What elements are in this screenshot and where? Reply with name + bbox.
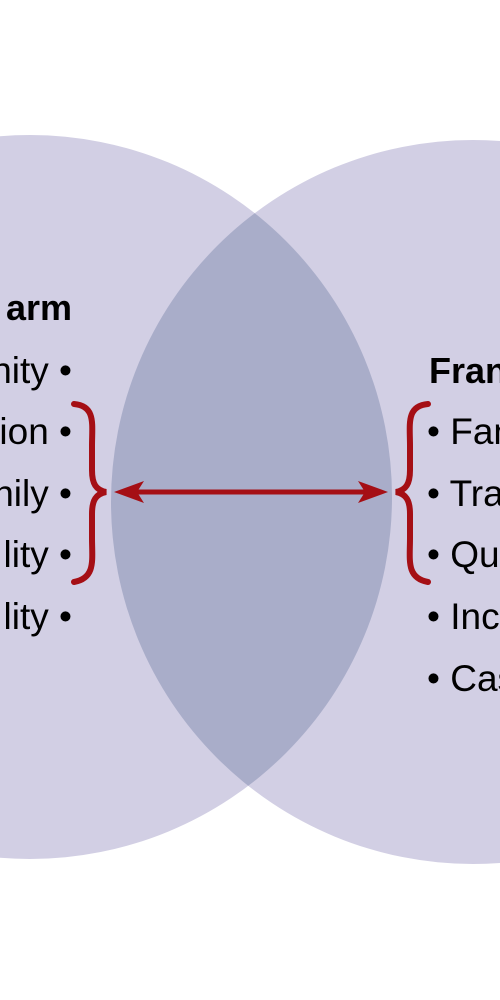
left-set-items: nity • ion • nily • lity • lity •: [0, 350, 72, 637]
left-set-item: nity •: [0, 350, 72, 391]
left-set-heading: arm: [6, 287, 72, 328]
right-set-item: • Cas: [427, 658, 500, 699]
left-set-item: ion •: [0, 411, 72, 452]
right-set-item: • Qu: [427, 534, 500, 575]
right-set-heading: Fran: [429, 350, 500, 391]
intersection-region: [111, 140, 392, 859]
right-set-items: • Fan • Tra • Qu • Inc • Cas: [427, 411, 500, 699]
right-set-item: • Fan: [427, 411, 500, 452]
left-set-item: lity •: [4, 596, 72, 637]
right-set-item: • Inc: [427, 596, 500, 637]
arrow-head-right-icon: [358, 481, 388, 503]
right-set-item: • Tra: [427, 473, 500, 514]
arrow-head-left-icon: [114, 481, 144, 503]
left-brace: [71, 401, 107, 585]
left-set-item: lity •: [4, 534, 72, 575]
left-set-item: nily •: [0, 473, 72, 514]
right-brace: [395, 401, 431, 585]
